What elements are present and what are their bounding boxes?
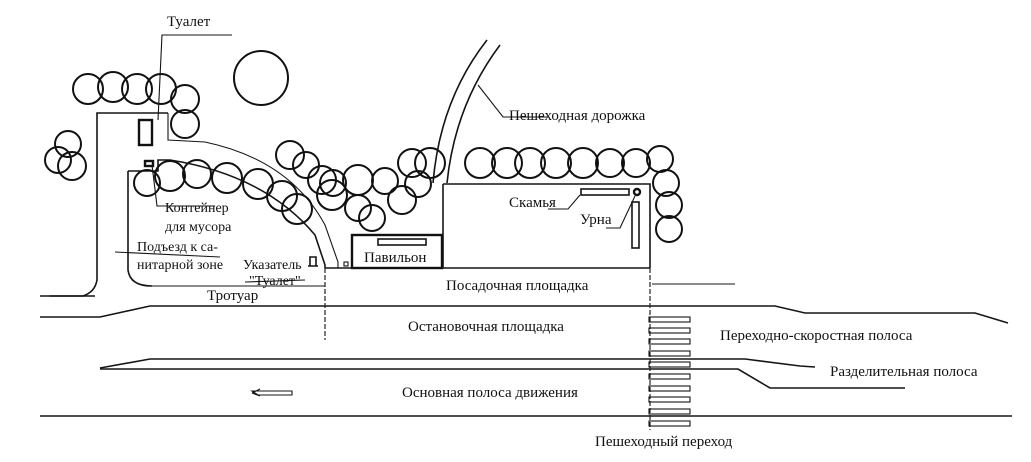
label-sidewalk: Тротуар (207, 288, 258, 304)
toilet-area-right-edge (167, 113, 339, 268)
tree-icon (387, 185, 417, 215)
path-leader (477, 84, 548, 118)
stop-platform (350, 183, 651, 270)
trees (44, 50, 683, 243)
access-zone-lower (127, 171, 153, 287)
traffic-direction-arrow (250, 388, 293, 397)
tree-icon (57, 151, 87, 181)
tree-icon (414, 147, 446, 179)
crosswalk-stripe (648, 408, 691, 415)
label-dividing-strip: Разделительная полоса (830, 364, 978, 380)
sign-leader (244, 279, 306, 283)
label-sign-1: Указатель (243, 258, 302, 273)
label-bench: Скамья (509, 195, 556, 211)
tree-icon (121, 73, 153, 105)
label-urn: Урна (580, 212, 612, 228)
tree-icon (97, 71, 129, 103)
access-leader (114, 251, 221, 258)
path-edge-outer (432, 39, 488, 184)
crosswalk-stripe (648, 350, 691, 357)
tree-icon (54, 130, 82, 158)
tree-icon (170, 109, 200, 139)
label-access-2: нитарной зоне (137, 258, 223, 273)
dividing-strip-lower (100, 368, 905, 389)
pavilion-bench (377, 238, 427, 246)
bench-leader (548, 194, 581, 210)
label-container-2: для мусора (165, 220, 232, 235)
tree-icon (652, 169, 680, 197)
tree-icon (514, 147, 546, 179)
sign-post (343, 261, 349, 267)
tree-icon (182, 159, 212, 189)
crosswalk-stripe (648, 420, 691, 427)
tree-icon (319, 169, 347, 197)
label-sign-2: "Туалет" (249, 274, 301, 289)
tree-icon (316, 179, 348, 211)
platform-outline (443, 183, 651, 268)
tree-icon (281, 193, 313, 225)
label-transition-lane: Переходно-скоростная полоса (720, 328, 913, 344)
tree-icon (540, 147, 572, 179)
tree-icon (133, 169, 161, 197)
label-container-1: Контейнер (165, 201, 229, 216)
path-edge-inner (446, 44, 501, 184)
tree-icon (655, 191, 683, 219)
pedestrian-path (432, 39, 548, 184)
tree-icon (371, 167, 399, 195)
waste-container (143, 159, 155, 168)
crosswalk-stripe (648, 316, 691, 323)
tree-icon (211, 162, 243, 194)
bench (580, 188, 630, 196)
toilet-leader (157, 34, 232, 121)
side-bench (631, 201, 640, 249)
tree-icon (621, 148, 651, 178)
sanitary-zone (50, 34, 349, 297)
tree-icon (358, 204, 386, 232)
tree-icon (292, 151, 320, 179)
toilet-area-boundary (50, 112, 168, 297)
tree-icon (170, 84, 200, 114)
tree-icon (342, 164, 374, 196)
label-access-1: Подъезд к са- (137, 240, 218, 255)
toilet-building (137, 118, 154, 147)
tree-icon (567, 147, 599, 179)
tree-icon (233, 50, 289, 106)
crosswalk-stripe (648, 396, 691, 403)
label-stop-area: Остановочная площадка (408, 319, 564, 335)
label-pavilion: Павильон (364, 250, 426, 266)
crosswalk-stripe (648, 361, 691, 368)
container-leader (151, 164, 215, 207)
tree-icon (655, 215, 683, 243)
tree-icon (595, 148, 625, 178)
tree-icon (275, 140, 305, 170)
label-boarding-area: Посадочная площадка (446, 278, 589, 294)
tree-icon (44, 146, 72, 174)
labels: Туалет Пешеходная дорожка Скамья Урна Па… (137, 14, 978, 450)
crosswalk (648, 316, 691, 427)
arrow-icon (250, 390, 293, 396)
label-toilet: Туалет (167, 14, 211, 30)
tree-icon (646, 145, 674, 173)
tree-icon (464, 147, 496, 179)
dividing-strip-upper (99, 358, 816, 369)
pavilion (350, 233, 444, 270)
tree-icon (154, 160, 186, 192)
tree-icon (72, 73, 104, 105)
crosswalk-stripe (648, 327, 691, 334)
crosswalk-stripe (648, 385, 691, 392)
tree-icon (491, 147, 523, 179)
label-pedestrian-path: Пешеходная дорожка (509, 108, 646, 124)
urn-leader (606, 195, 636, 229)
crosswalk-stripe (648, 338, 691, 345)
tree-icon (397, 148, 427, 178)
road-markings (40, 267, 1012, 430)
toilet-sign-icon (308, 256, 318, 267)
urn (632, 187, 642, 197)
label-main-lane: Основная полоса движения (402, 385, 578, 401)
tree-icon (344, 194, 372, 222)
label-crosswalk: Пешеходный переход (595, 434, 733, 450)
crosswalk-stripe (648, 373, 691, 380)
